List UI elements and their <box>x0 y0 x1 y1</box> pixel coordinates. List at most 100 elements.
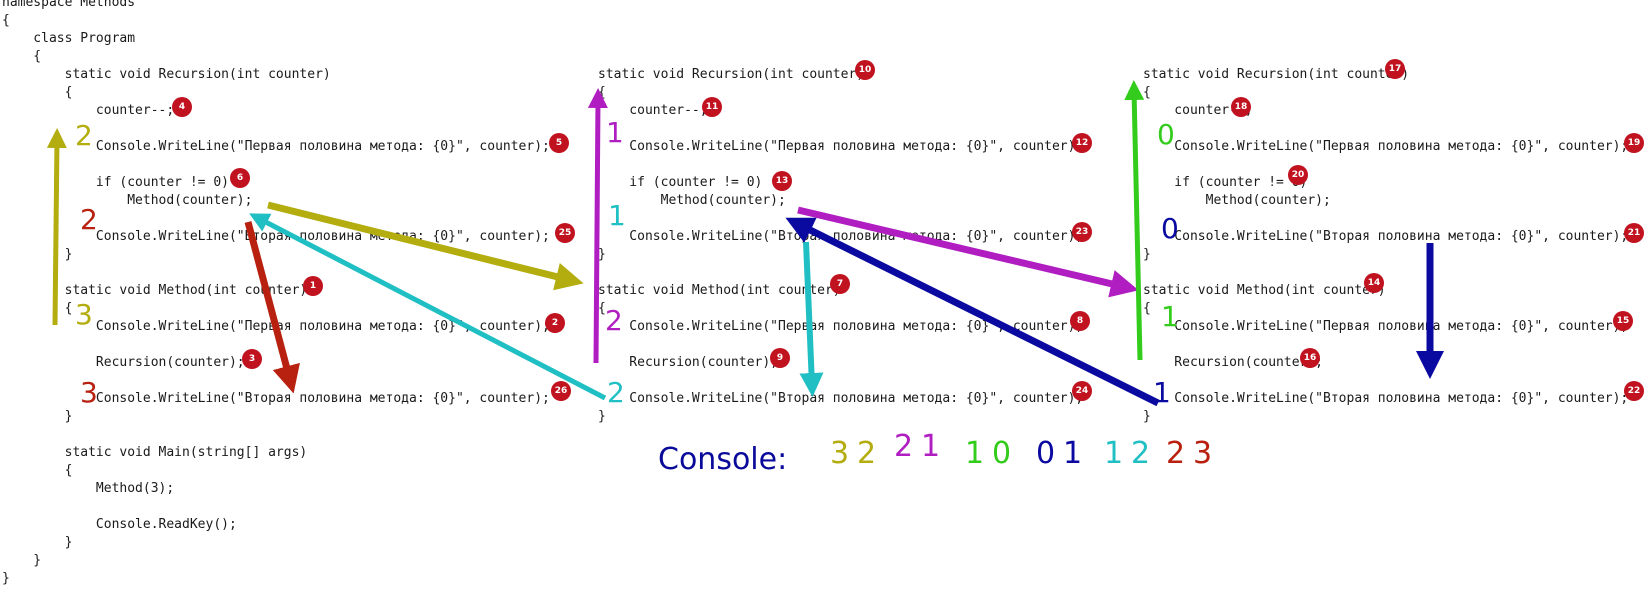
code-line: } <box>2 247 73 262</box>
code-line: class Program <box>2 31 136 46</box>
cyan-return-arrow <box>249 213 607 401</box>
code-line: Console.WriteLine("Вторая половина метод… <box>598 391 1084 406</box>
code-line: static void Main(string[] args) <box>2 445 308 460</box>
green-up-arrow <box>1124 80 1145 361</box>
step-badge: 17 <box>1385 59 1405 79</box>
code-line: namespace Methods <box>2 0 136 10</box>
step-badge: 18 <box>1231 97 1251 117</box>
red-down-arrow <box>244 221 300 394</box>
console-output-digit: 2 <box>1131 436 1151 471</box>
step-badge: 16 <box>1300 348 1320 368</box>
code-line: Recursion(counter); <box>1143 355 1324 370</box>
code-line: { <box>598 301 606 316</box>
yellow-up-arrow <box>46 128 67 326</box>
code-block-left: namespace Methods { class Program { stati… <box>2 0 550 588</box>
console-output-digit: 3 <box>1193 436 1213 471</box>
counter-value-label: 0 <box>1157 118 1175 151</box>
code-line: { <box>2 49 42 64</box>
code-block-right: static void Recursion(int counter){ coun… <box>1143 66 1628 426</box>
console-output-digit: 0 <box>1036 436 1056 471</box>
code-line: counter--; <box>2 103 175 118</box>
code-line: Recursion(counter); <box>598 355 779 370</box>
code-line: Method(counter); <box>598 193 786 208</box>
step-badge: 3 <box>242 349 262 369</box>
counter-value-label: 2 <box>607 376 625 409</box>
counter-value-label: 2 <box>80 203 98 236</box>
step-badge: 4 <box>172 97 192 117</box>
magenta-up-arrow <box>587 88 608 364</box>
code-line: if (counter != 0) <box>2 175 229 190</box>
code-line: Console.WriteLine("Первая половина метод… <box>1143 139 1629 154</box>
code-line: { <box>2 85 73 100</box>
counter-value-label: 1 <box>1153 376 1171 409</box>
step-badge: 7 <box>830 274 850 294</box>
step-badge: 13 <box>772 171 792 191</box>
code-line: } <box>598 247 606 262</box>
magenta-call-arrow <box>797 206 1139 298</box>
code-line: } <box>598 409 606 424</box>
step-badge: 14 <box>1364 273 1384 293</box>
step-badge: 24 <box>1072 381 1092 401</box>
code-line: Recursion(counter); <box>2 355 245 370</box>
code-line: Console.WriteLine("Первая половина метод… <box>1143 319 1629 334</box>
console-output-digit: 1 <box>1104 436 1124 471</box>
code-line: Console.WriteLine("Первая половина метод… <box>2 139 550 154</box>
code-block-middle: static void Recursion(int counter) { coun… <box>598 66 1083 426</box>
step-badge: 23 <box>1072 222 1092 242</box>
code-line: Console.ReadKey(); <box>2 517 237 532</box>
step-badge: 25 <box>555 223 575 243</box>
code-line: } <box>1143 409 1151 424</box>
code-line: Console.WriteLine("Первая половина метод… <box>598 139 1084 154</box>
code-line: static void Recursion(int counter) <box>598 67 865 82</box>
code-line: Method(counter); <box>2 193 253 208</box>
code-line: static void Method(int counter) <box>598 283 841 298</box>
step-badge: 15 <box>1613 311 1633 331</box>
console-output-digit: 1 <box>921 429 941 464</box>
code-line: Method(3); <box>2 481 175 496</box>
counter-value-label: 1 <box>608 199 626 232</box>
step-badge: 12 <box>1072 133 1092 153</box>
counter-value-label: 1 <box>606 116 624 149</box>
console-output-digit: 2 <box>894 429 914 464</box>
code-line: Console.WriteLine("Вторая половина метод… <box>598 229 1084 244</box>
code-line: Console.WriteLine("Вторая половина метод… <box>1143 391 1629 406</box>
code-line: } <box>1143 247 1151 262</box>
cyan-down-arrow <box>799 241 824 397</box>
code-line: Console.WriteLine("Первая половина метод… <box>95 319 550 334</box>
code-line: Console.WriteLine("Вторая половина метод… <box>1143 229 1629 244</box>
code-line: counter--; <box>598 103 708 118</box>
code-line: Method(counter); <box>1143 193 1331 208</box>
console-output-digit: 2 <box>857 436 877 471</box>
code-line: static void Method(int counter) <box>2 283 308 298</box>
code-line: if (counter != 0) <box>598 175 763 190</box>
step-badge: 20 <box>1288 165 1308 185</box>
code-line: { <box>1143 85 1151 100</box>
code-line: { <box>2 13 10 28</box>
counter-value-label: 1 <box>1161 300 1179 333</box>
code-line: } <box>2 409 73 424</box>
step-badge: 9 <box>770 348 790 368</box>
blue-return-arrow <box>785 217 1160 407</box>
step-badge: 19 <box>1624 133 1644 153</box>
step-badge: 11 <box>702 97 722 117</box>
code-line: { <box>2 301 73 316</box>
step-badge: 2 <box>545 313 565 333</box>
yellow-call-arrow <box>267 201 584 291</box>
step-badge: 8 <box>1070 311 1090 331</box>
counter-value-label: 0 <box>1161 212 1179 245</box>
step-badge: 5 <box>549 133 569 153</box>
console-output-digit: 2 <box>1166 436 1186 471</box>
step-badge: 22 <box>1624 381 1644 401</box>
code-line: static void Recursion(int counter) <box>2 67 331 82</box>
code-line: } <box>2 553 42 568</box>
code-line: } <box>2 535 73 550</box>
console-label: Console: <box>658 442 788 477</box>
code-line: Console.WriteLine("Вторая половина метод… <box>2 391 550 406</box>
console-output-digit: 1 <box>1063 436 1083 471</box>
counter-value-label: 3 <box>80 376 98 409</box>
counter-value-label: 2 <box>605 304 623 337</box>
code-line: { <box>2 463 73 478</box>
console-output-digit: 0 <box>992 436 1012 471</box>
